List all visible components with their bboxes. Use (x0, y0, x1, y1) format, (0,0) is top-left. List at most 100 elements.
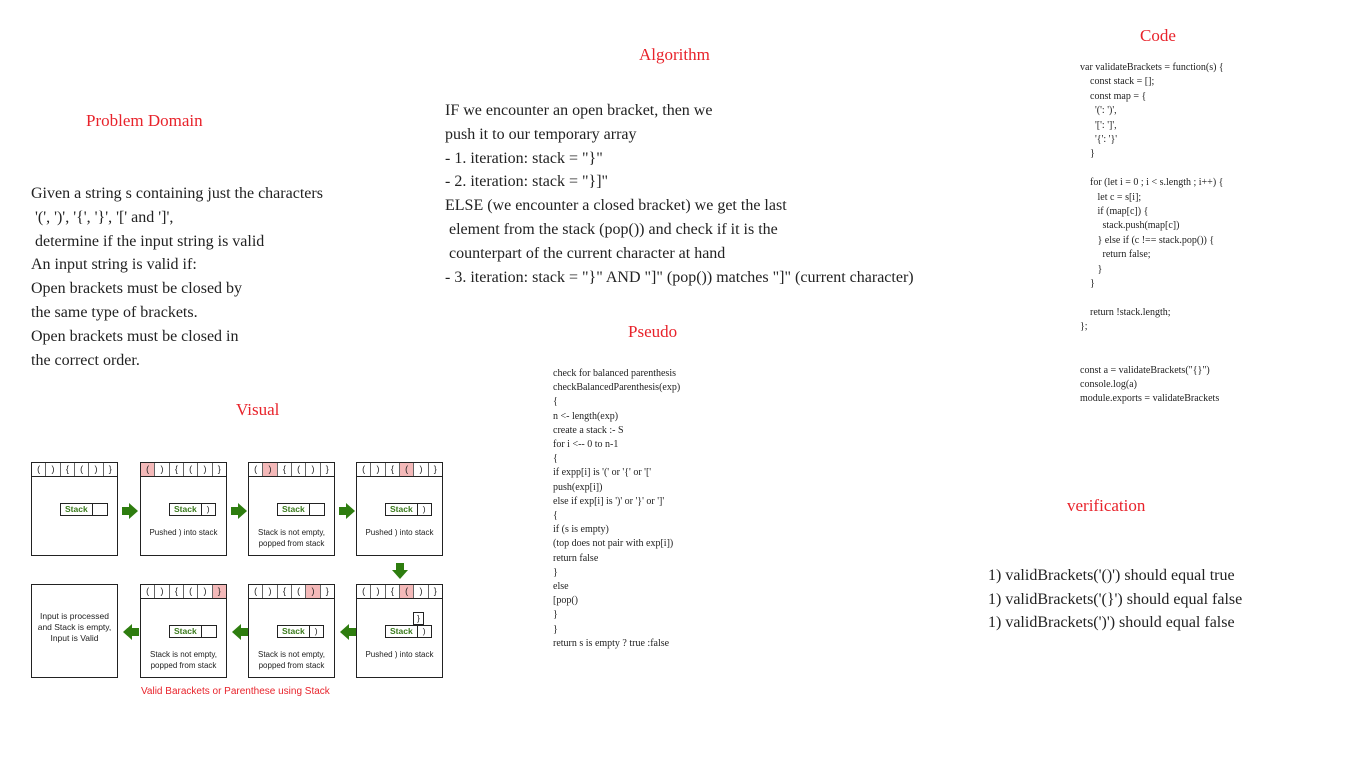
code-line: let c = s[i]; (1080, 191, 1142, 203)
visual-panel: (){()}Stack Stack is not empty, popped f… (140, 584, 227, 678)
input-char-cell: ( (75, 463, 90, 476)
code-line: for (let i = 0 ; i < s.length ; i++) { (1080, 177, 1224, 189)
flow-arrow-icon (123, 624, 139, 640)
algorithm-line: counterpart of the current character at … (445, 244, 726, 262)
code-line: stack.push(map[c]) (1080, 220, 1180, 232)
input-string-row: (){()} (249, 585, 334, 599)
input-char-cell: ) (371, 585, 386, 598)
stack-box: Stack) (169, 503, 216, 516)
problem-line: '(', ')', '{', '}', '[' and ']', (31, 208, 174, 226)
stack-label: Stack (170, 504, 202, 515)
input-string-row: (){()} (357, 463, 442, 477)
verification-item: 1) validBrackets('(}') should equal fals… (988, 590, 1243, 608)
pseudo-line: [pop() (553, 595, 578, 607)
stack-item: ) (422, 626, 426, 636)
visual-panel: (){()}Stack)Pushed ) into stack (140, 462, 227, 556)
stack-item: ) (314, 626, 318, 636)
input-char-cell: ) (198, 463, 213, 476)
flow-arrow-icon (340, 624, 356, 640)
code-line (1080, 292, 1224, 306)
panel-caption: Stack is not empty, popped from stack (150, 650, 217, 670)
verification-list: 1) validBrackets('()') should equal true… (988, 564, 1242, 635)
stack-box: Stack) (277, 625, 324, 638)
pseudo-line: push(exp[i]) (553, 481, 603, 493)
code-line: } (1080, 148, 1095, 160)
input-string-row: (){()} (32, 463, 117, 477)
input-char-cell: } (217, 464, 221, 474)
panel-caption: Stack is not empty, popped from stack (258, 650, 325, 670)
problem-line: An input string is valid if: (31, 256, 197, 274)
problem-line: Open brackets must be closed in (31, 327, 239, 345)
input-char-cell: ) (371, 463, 386, 476)
pseudo-line: else if exp[i] is ')' or '}' or ']' (553, 495, 665, 507)
input-char-cell: } (325, 464, 329, 474)
problem-line: the same type of brackets. (31, 303, 198, 321)
code-line: } (1080, 278, 1095, 290)
input-char-cell: { (61, 463, 75, 476)
algorithm-line: push it to our temporary array (445, 125, 637, 143)
code-line: module.exports = validateBrackets (1080, 393, 1220, 405)
pseudo-line: { (553, 396, 558, 408)
visual-panel: (){()} Stack) Pushed ) into stack (356, 462, 443, 556)
code-line: } else if (c !== stack.pop()) { (1080, 234, 1215, 246)
code-heading: Code (1140, 26, 1176, 45)
visual-panel: (){()} Stack) Stack is not empty, popped f… (248, 584, 335, 678)
pseudo-line: (top does not pair with exp[i]) (553, 538, 674, 550)
input-char-cell: ) (155, 463, 170, 476)
input-char-cell: ( (184, 585, 199, 598)
stack-item: ) (206, 504, 210, 514)
stack-item-top: } (413, 612, 424, 625)
input-string-row: (){()} (141, 463, 226, 477)
code-line (1080, 349, 1224, 363)
algorithm-text: IF we encounter an open bracket, then we… (445, 99, 914, 289)
code-line: var validateBrackets = function(s) { (1080, 62, 1224, 73)
visual-caption: Valid Barackets or Parenthese using Stac… (141, 686, 330, 697)
input-char-cell: ) (46, 463, 61, 476)
code-line: '[': ']', (1080, 119, 1117, 131)
visual-panel: Input is processed and Stack is empty, I… (31, 584, 118, 678)
input-char-cell: ) (306, 463, 321, 476)
stack-box: Stack (277, 503, 326, 516)
input-char-cell: } (108, 464, 112, 474)
code-line: return !stack.length; (1080, 306, 1171, 318)
pseudo-line: for i <-- 0 to n-1 (553, 439, 619, 451)
code-block: var validateBrackets = function(s) { con… (1080, 61, 1224, 407)
input-char-cell: { (170, 463, 184, 476)
algorithm-line: - 2. iteration: stack = "}]" (445, 173, 609, 191)
visual-panel: (){()}Stack)}Pushed ) into stack (356, 584, 443, 678)
panel-caption: Pushed ) into stack (149, 528, 218, 537)
input-char-cell: ) (263, 585, 278, 598)
stack-label: Stack (386, 626, 418, 637)
flow-arrow-icon (231, 503, 247, 519)
input-string-row: (){()} (249, 463, 334, 477)
panel-caption: Pushed ) into stack (365, 528, 434, 537)
verification-item: 1) validBrackets(')') should equal false (988, 614, 1235, 631)
pseudo-line: checkBalancedParenthesis(exp) (553, 382, 681, 394)
algorithm-line: element from the stack (pop()) and check… (445, 220, 778, 238)
problem-line: Open brackets must be closed by (31, 280, 243, 298)
problem-domain-text: Given a string s containing just the cha… (31, 182, 323, 372)
algorithm-heading: Algorithm (639, 45, 710, 64)
input-char-cell: ) (414, 463, 429, 476)
input-char-cell: ) (198, 585, 213, 598)
code-line: }; (1080, 321, 1088, 333)
input-string-row: (){()} (141, 585, 226, 599)
input-char-cell: ( (399, 463, 415, 476)
stack-item (202, 626, 217, 637)
code-line: } (1080, 263, 1103, 275)
input-char-cell: ( (184, 463, 199, 476)
stack-box: Stack) (385, 503, 432, 516)
stack-label: Stack (61, 504, 93, 515)
code-line: const map = { (1080, 90, 1147, 102)
visual-heading: Visual (236, 400, 280, 419)
input-char-cell: } (212, 585, 226, 598)
pseudo-line: check for balanced parenthesis (553, 368, 676, 379)
input-char-cell: ( (141, 463, 156, 476)
input-char-cell: { (386, 463, 400, 476)
stack-item (310, 504, 325, 515)
problem-line: the correct order. (31, 351, 140, 369)
code-line (1080, 162, 1224, 176)
code-line: if (map[c]) { (1080, 206, 1149, 218)
code-line: return false; (1080, 249, 1151, 261)
input-char-cell: { (170, 585, 184, 598)
